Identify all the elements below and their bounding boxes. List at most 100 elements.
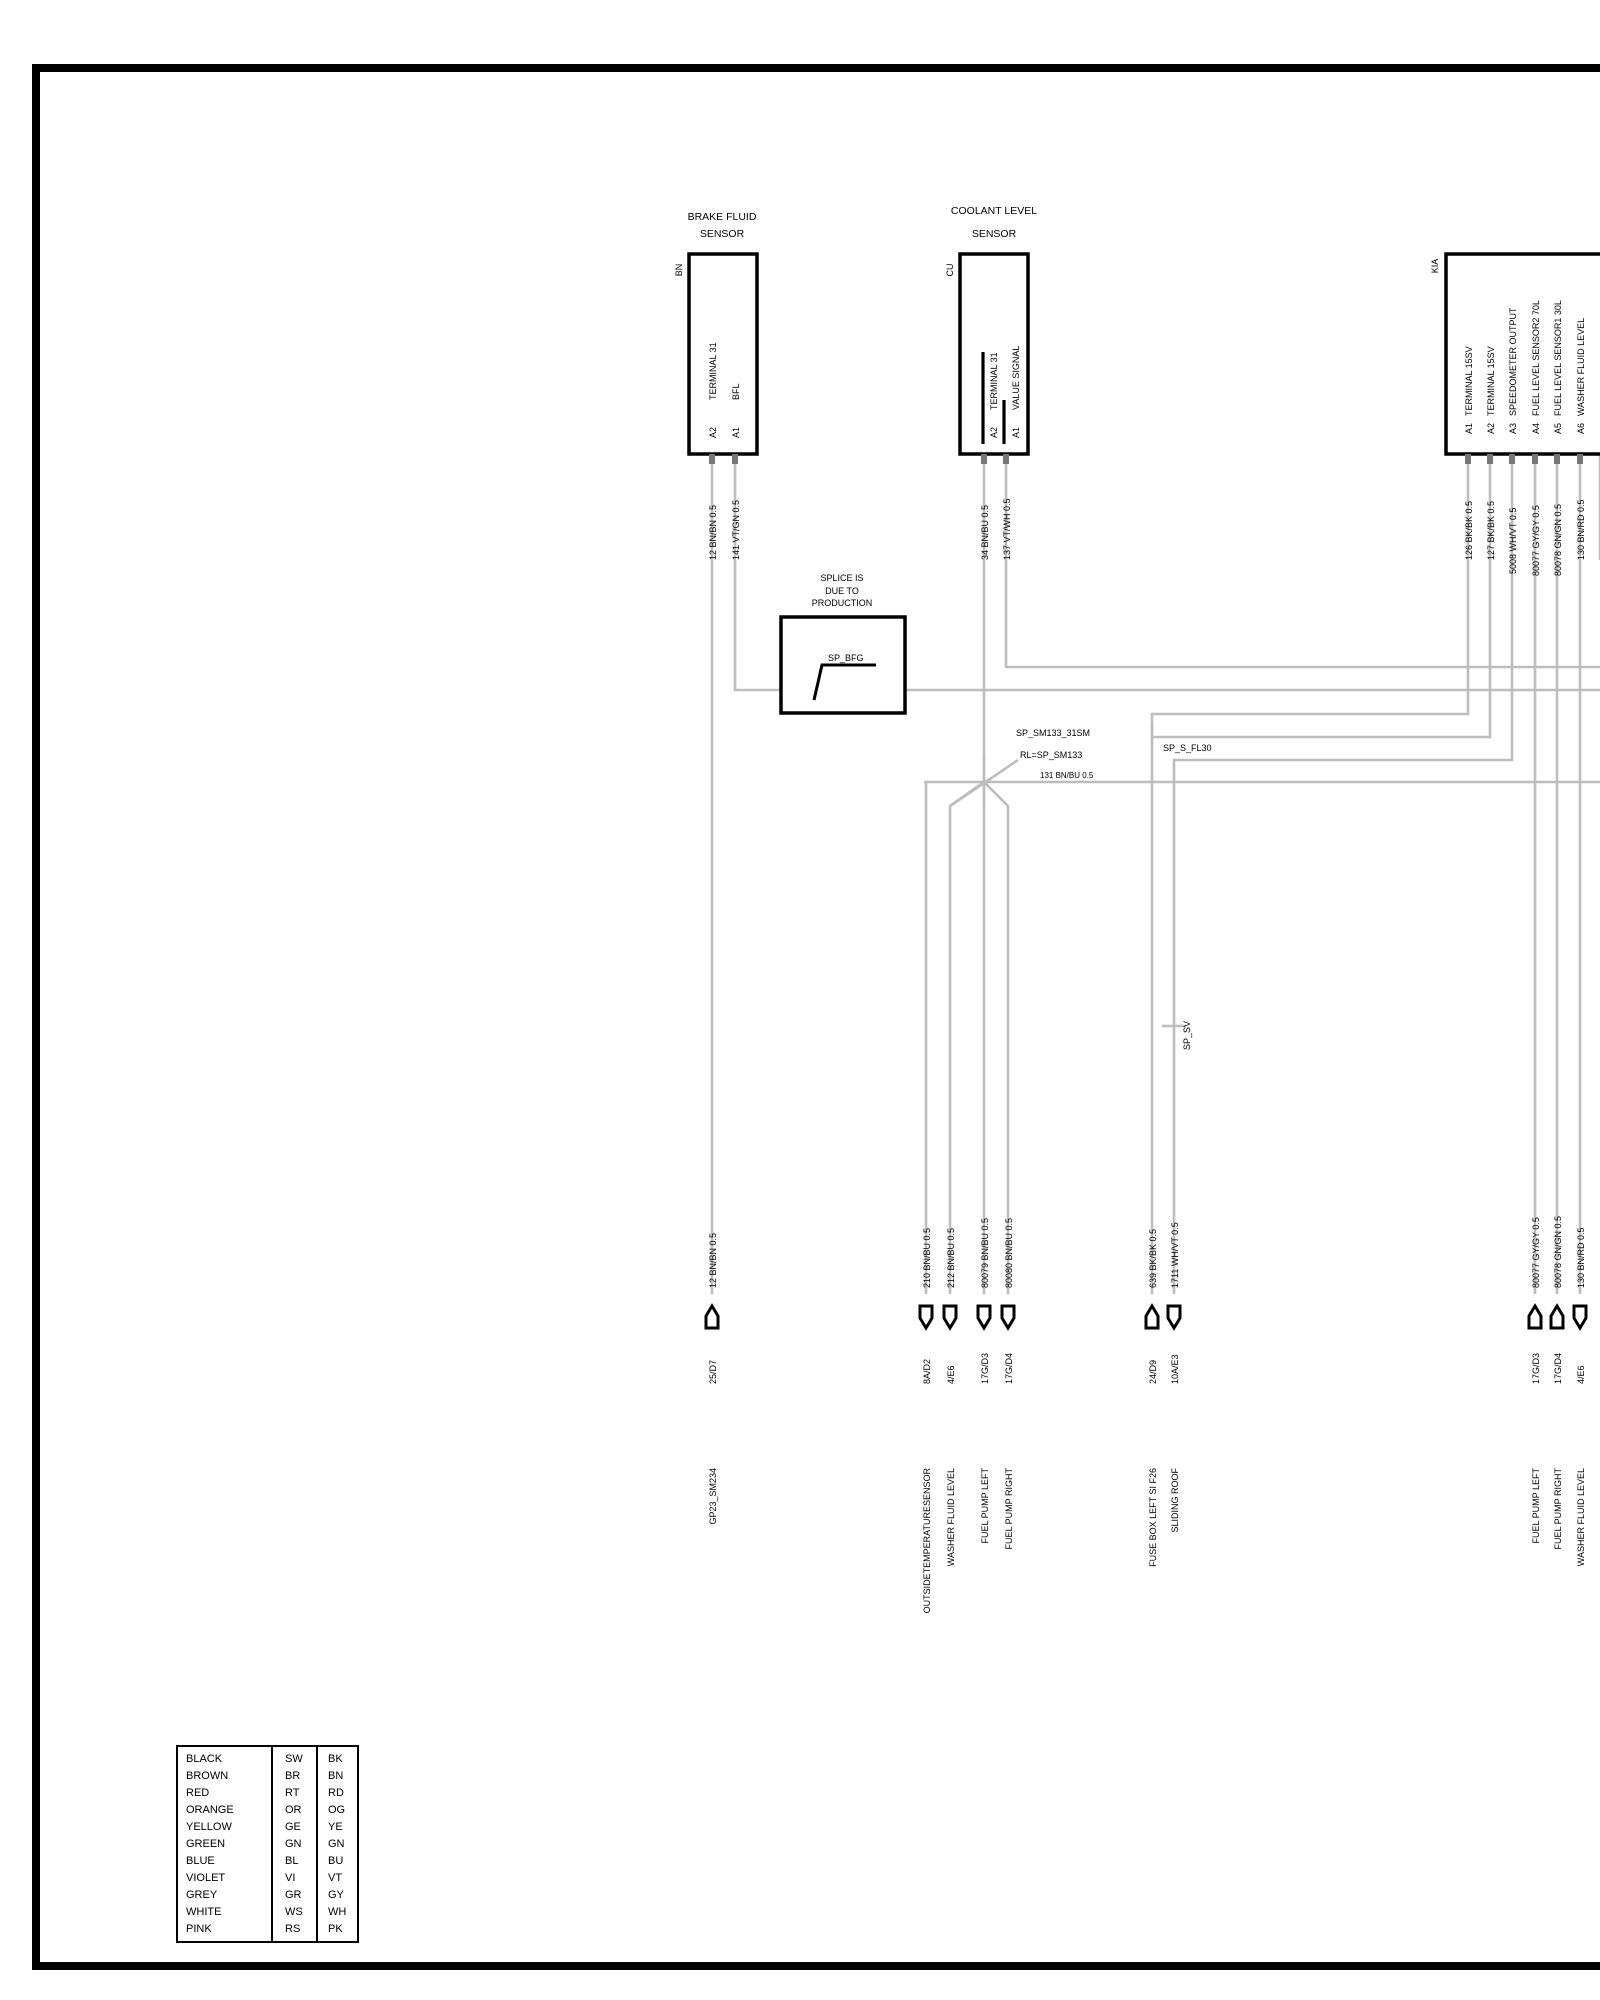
legend-color: GREEN xyxy=(186,1838,225,1850)
connector-glyph xyxy=(1144,1303,1160,1330)
legend-de: GN xyxy=(285,1838,302,1850)
connector-glyph xyxy=(1572,1304,1588,1331)
splice-fl30: SP_S_FL30 xyxy=(1163,743,1212,753)
sv-label: SP_SV xyxy=(1182,1021,1192,1050)
legend-color: GREY xyxy=(186,1889,218,1901)
output-wire-label: 12 BN/BN 0.5 xyxy=(708,1233,718,1288)
wire-label-34: 34 BN/BU 0.5 xyxy=(980,505,990,560)
legend-color: YELLOW xyxy=(186,1821,232,1833)
output-dest: GP23_SM234 xyxy=(708,1468,718,1525)
output-wire-label: 1711 WH/VT 0.5 xyxy=(1170,1222,1180,1288)
output-ref: 17G/D3 xyxy=(1531,1353,1541,1384)
kia-pin-a5-name: FUEL LEVEL SENSOR1 30L xyxy=(1553,300,1563,416)
kia-pin-a6-name: WASHER FLUID LEVEL xyxy=(1576,318,1586,416)
kia-pin-a3: A3 xyxy=(1508,423,1518,434)
wire-label-80078: 80078 GN/GN 0.5 xyxy=(1553,504,1563,576)
coolant-title-1: COOLANT LEVEL xyxy=(951,205,1037,217)
legend-en: BK xyxy=(328,1753,343,1765)
brake-pin-a2: A2 xyxy=(708,427,718,438)
output-ref: 8A/D2 xyxy=(922,1359,932,1384)
kia-pin-a1-name: TERMINAL 15SV xyxy=(1464,346,1474,416)
brake-id: BN xyxy=(674,264,684,277)
legend-color: ORANGE xyxy=(186,1804,234,1816)
connector-glyph xyxy=(704,1303,720,1330)
connector-glyph xyxy=(1527,1303,1543,1330)
output-ref: 4/E6 xyxy=(946,1365,956,1384)
kia-instrument-cluster: KIA A1 TERMINAL 15SV A2 TERMINAL 15SV A3… xyxy=(1430,252,1600,456)
output-dest: SLIDING ROOF xyxy=(1170,1468,1180,1533)
fl30-label: SP_S_FL30 xyxy=(1163,743,1212,753)
connector-glyph xyxy=(1549,1303,1565,1330)
wire-label-80077: 80077 GY/GY 0.5 xyxy=(1531,505,1541,576)
wire-label-141: 141 VT/GN 0.5 xyxy=(731,500,741,560)
legend-de: BL xyxy=(285,1855,298,1867)
coolant-level-sensor: COOLANT LEVEL SENSOR CU A2 TERMINAL 31 A… xyxy=(945,205,1037,456)
wire-5008-wh-vt xyxy=(1172,454,1514,1294)
connector-glyph xyxy=(918,1304,934,1331)
kia-id: KIA xyxy=(1430,259,1440,274)
legend-de: GR xyxy=(285,1889,302,1901)
legend-color: PINK xyxy=(186,1923,212,1935)
legend-en: GY xyxy=(328,1889,345,1901)
kia-pin-a4: A4 xyxy=(1531,423,1541,434)
splice-bfg: SPLICE IS DUE TO PRODUCTION SP_BFG xyxy=(779,573,907,715)
legend-de: WS xyxy=(285,1906,303,1918)
wire-126-bk-bk xyxy=(1150,454,1470,1294)
wire-fan xyxy=(948,780,1010,1294)
legend-en: RD xyxy=(328,1787,344,1799)
legend-en: GN xyxy=(328,1838,345,1850)
legend-en: WH xyxy=(328,1906,346,1918)
legend-color: BLUE xyxy=(186,1855,215,1867)
kia-pin-a3-name: SPEEDOMETER OUTPUT xyxy=(1508,307,1518,416)
output-dest: FUSE BOX LEFT SI F26 xyxy=(1148,1468,1158,1567)
kia-pin-a6: A6 xyxy=(1576,423,1586,434)
legend-row: GREEN GN GN xyxy=(186,1838,345,1850)
output-dest: FUEL PUMP RIGHT xyxy=(1004,1468,1014,1550)
brake-title-1: BRAKE FLUID xyxy=(688,211,757,223)
kia-pin-a2-name: TERMINAL 15SV xyxy=(1486,346,1496,416)
output-dest: FUEL PUMP LEFT xyxy=(980,1467,990,1543)
output-dest: FUEL PUMP LEFT xyxy=(1531,1467,1541,1543)
kia-pin-a5: A5 xyxy=(1553,423,1563,434)
output-wire-label: 639 BK/BK 0.5 xyxy=(1148,1229,1158,1288)
wire-141-vt-gn xyxy=(733,454,1600,692)
brake-title-2: SENSOR xyxy=(700,228,745,240)
legend-en: BU xyxy=(328,1855,343,1867)
kia-pin-a2: A2 xyxy=(1486,423,1496,434)
output-ref: 17G/D4 xyxy=(1004,1353,1014,1384)
wire-label-5008: 5008 WH/VT 0.5 xyxy=(1508,508,1518,574)
splice-sv: SP_SV xyxy=(1182,1021,1192,1050)
kia-pin-a1: A1 xyxy=(1464,423,1474,434)
connector-glyph xyxy=(942,1304,958,1331)
brake-pin-a1: A1 xyxy=(731,427,741,438)
output-dest: WASHER FLUID LEVEL xyxy=(1576,1468,1586,1566)
output-wire-label: 80079 BN/BU 0.5 xyxy=(980,1218,990,1288)
legend-en: VT xyxy=(328,1872,342,1884)
connector-glyph xyxy=(976,1304,992,1331)
sheet-border xyxy=(32,64,1600,1970)
wire-label-127: 127 BK/BK 0.5 xyxy=(1486,501,1496,560)
coolant-id: CU xyxy=(945,264,955,277)
coolant-pin-a2-name: TERMINAL 31 xyxy=(989,352,999,410)
legend-en: OG xyxy=(328,1804,345,1816)
coolant-title-2: SENSOR xyxy=(972,228,1017,240)
output-wire-label: 80080 BN/BU 0.5 xyxy=(1004,1218,1014,1288)
legend-row: BLUE BL BU xyxy=(186,1855,343,1867)
coolant-pin-a1: A1 xyxy=(1011,427,1021,438)
output-wire-label: 80078 GN/GN 0.5 xyxy=(1553,1216,1563,1288)
output-dest: FUEL PUMP RIGHT xyxy=(1553,1468,1563,1550)
